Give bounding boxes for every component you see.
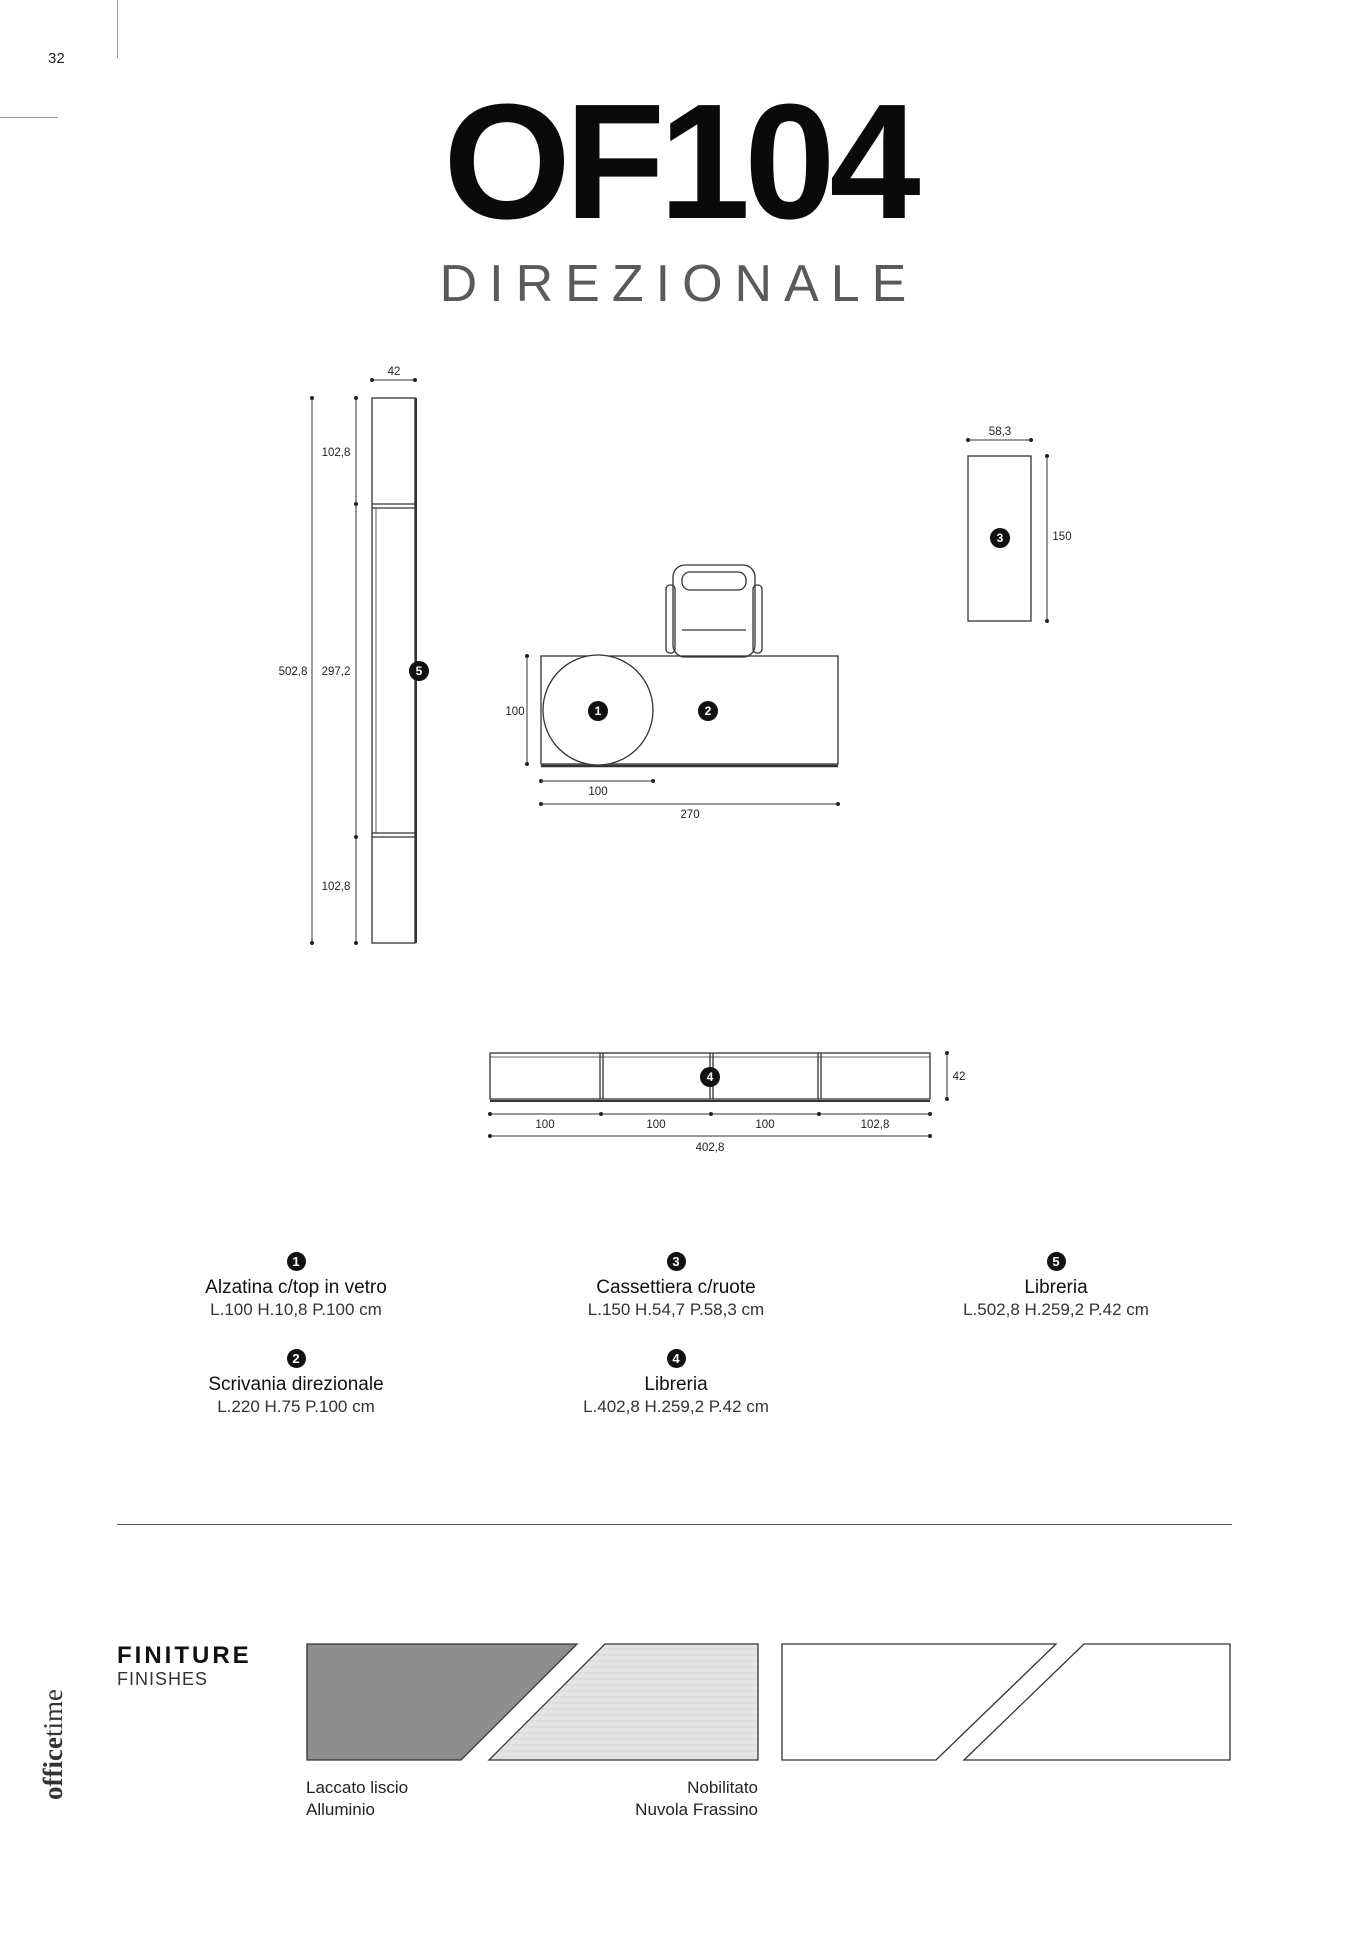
finish-label-line2: Nuvola Frassino bbox=[635, 1800, 758, 1819]
swatch-empty-left bbox=[781, 1643, 1058, 1761]
brand-logo: officetime bbox=[38, 1689, 68, 1800]
finishes-title: FINITURE bbox=[117, 1642, 252, 1669]
drawing-badge-2: 2 bbox=[705, 704, 712, 718]
drawing-badge-3: 3 bbox=[997, 531, 1004, 545]
finish-label-line1: Laccato liscio bbox=[306, 1778, 409, 1797]
product-title: OF104 bbox=[443, 70, 920, 253]
item-1: 1 Alzatina c/top in vetro L.100 H.10,8 P… bbox=[116, 1252, 476, 1321]
libreria5-outline bbox=[371, 397, 416, 944]
item-2: 2 Scrivania direzionale L.220 H.75 P.100… bbox=[116, 1349, 476, 1418]
item-number-badge: 1 bbox=[286, 1252, 306, 1271]
dim-label: 100 bbox=[505, 706, 524, 718]
swatch-empty-right bbox=[962, 1643, 1231, 1761]
item-dimensions: L.402,8 H.259,2 P.42 cm bbox=[583, 1397, 769, 1416]
dim-label: 102,8 bbox=[322, 447, 351, 459]
item-name: Libreria bbox=[644, 1374, 708, 1395]
desk-outline bbox=[540, 655, 839, 765]
item-name: Scrivania direzionale bbox=[208, 1374, 384, 1395]
drawing-badge-1: 1 bbox=[595, 704, 602, 718]
item-number-badge: 2 bbox=[286, 1349, 306, 1368]
technical-drawing: 42 102,8 502,8 297,2 102,8 58,3 150 100 … bbox=[279, 366, 1072, 1154]
item-4: 4 Libreria L.402,8 H.259,2 P.42 cm bbox=[496, 1349, 856, 1418]
dim-label: 102,8 bbox=[861, 1119, 890, 1131]
item-name: Alzatina c/top in vetro bbox=[205, 1277, 387, 1298]
drawing-badge-4: 4 bbox=[707, 1070, 714, 1084]
finish-label-line1: Nobilitato bbox=[687, 1778, 758, 1797]
item-dimensions: L.150 H.54,7 P.58,3 cm bbox=[587, 1300, 765, 1319]
dim-label: 42 bbox=[388, 366, 401, 378]
dim-label: 297,2 bbox=[322, 666, 351, 678]
item-name: Libreria bbox=[1024, 1277, 1088, 1298]
drawing-badge-5: 5 bbox=[416, 664, 423, 678]
item-dimensions: L.100 H.10,8 P.100 cm bbox=[210, 1300, 382, 1319]
finishes-swatches bbox=[306, 1643, 1231, 1761]
finish-label-line2: Alluminio bbox=[306, 1800, 375, 1819]
item-number-badge: 5 bbox=[1046, 1252, 1066, 1271]
item-dimensions: L.502,8 H.259,2 P.42 cm bbox=[963, 1300, 1149, 1319]
corner-rule-horizontal bbox=[0, 117, 58, 118]
chair-outline bbox=[672, 564, 756, 658]
swatch-nobilitato-nuvola-frassino bbox=[487, 1643, 759, 1761]
dim-label: 102,8 bbox=[322, 881, 351, 893]
finishes-subtitle: FINISHES bbox=[117, 1669, 209, 1689]
item-5: 5 Libreria L.502,8 H.259,2 P.42 cm bbox=[876, 1252, 1236, 1321]
dim-label: 100 bbox=[588, 786, 607, 798]
item-number-badge: 4 bbox=[666, 1349, 686, 1368]
dim-label: 58,3 bbox=[989, 426, 1011, 438]
dim-label: 42 bbox=[953, 1071, 966, 1083]
dim-label: 402,8 bbox=[696, 1142, 725, 1154]
corner-rule-vertical bbox=[117, 0, 118, 58]
item-name: Cassettiera c/ruote bbox=[596, 1277, 756, 1298]
item-3: 3 Cassettiera c/ruote L.150 H.54,7 P.58,… bbox=[496, 1252, 856, 1321]
finish-label-1: Laccato liscio Alluminio bbox=[306, 1777, 408, 1821]
finish-label-2: Nobilitato Nuvola Frassino bbox=[558, 1777, 758, 1821]
dim-label: 100 bbox=[646, 1119, 665, 1131]
product-subtitle: DIREZIONALE bbox=[439, 255, 919, 313]
cassettiera3-outline bbox=[967, 455, 1032, 622]
swatch-laccato-alluminio bbox=[306, 1643, 579, 1761]
section-divider bbox=[117, 1524, 1232, 1525]
item-dimensions: L.220 H.75 P.100 cm bbox=[217, 1397, 375, 1416]
item-number-badge: 3 bbox=[666, 1252, 686, 1271]
dim-label: 270 bbox=[680, 809, 699, 821]
dim-label: 100 bbox=[755, 1119, 774, 1131]
dim-label: 100 bbox=[535, 1119, 554, 1131]
dim-label: 150 bbox=[1052, 531, 1071, 543]
dim-label: 502,8 bbox=[279, 666, 308, 678]
page-number: 32 bbox=[48, 50, 65, 67]
